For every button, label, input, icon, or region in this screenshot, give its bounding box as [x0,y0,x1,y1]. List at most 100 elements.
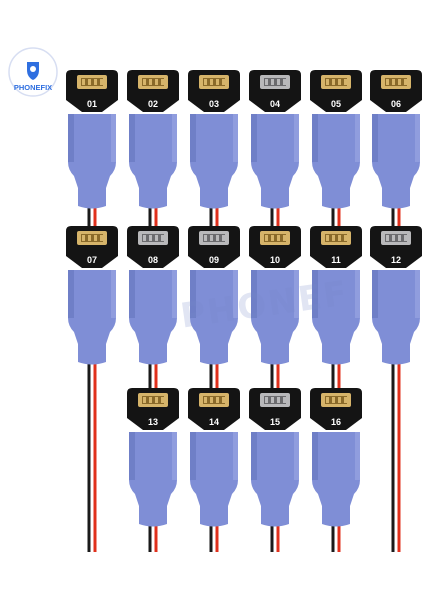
connector-slot [264,234,286,242]
connector-pin [344,235,347,241]
connector-pin [271,397,274,403]
connector-slot [203,234,225,242]
sleeve-highlight [233,270,238,318]
sleeve-shade [129,270,135,318]
connector-slot [325,78,347,86]
cable-08: 08 [127,226,179,365]
connector-pin [326,79,329,85]
connector-pin [149,235,152,241]
connector-pin [338,235,341,241]
brand-logo: PHONEFIX [8,47,58,97]
connector-pin [338,397,341,403]
connector-pin [386,235,389,241]
cable-label: 03 [209,99,219,109]
connector-pin [277,235,280,241]
cable-label: 13 [148,417,158,427]
cable-label: 10 [270,255,280,265]
cable-04: 04 [249,70,301,209]
sleeve-highlight [233,432,238,480]
connector-pin [161,79,164,85]
cable-03: 03 [188,70,240,209]
connector-slot [142,396,164,404]
cable-label: 16 [331,417,341,427]
sleeve [68,114,116,209]
sleeve [312,270,360,365]
sleeve-highlight [111,270,116,318]
cable-12: 12 [370,226,422,365]
sleeve-shade [372,114,378,162]
sleeve-highlight [355,432,360,480]
connector-pin [222,397,225,403]
sleeve [129,270,177,365]
sleeve-shade [372,270,378,318]
connector-pin [283,235,286,241]
connector-slot [264,396,286,404]
cable-label: 14 [209,417,219,427]
connector-pin [326,397,329,403]
cable-label: 01 [87,99,97,109]
sleeve-highlight [172,270,177,318]
sleeve-highlight [111,114,116,162]
connector-slot [81,234,103,242]
connector-pin [265,79,268,85]
connector-pin [265,235,268,241]
cable-10: 10 [249,226,301,365]
connector-pin [204,79,207,85]
sleeve [190,270,238,365]
connector-slot [81,78,103,86]
connector-pin [143,235,146,241]
connector-slot [203,396,225,404]
sleeve-highlight [355,114,360,162]
sleeve [129,432,177,527]
sleeve [312,114,360,209]
cable-13: 13 [127,388,179,527]
cable-14: 14 [188,388,240,527]
connector-pin [222,79,225,85]
connector-slot [385,78,407,86]
connector-pin [222,235,225,241]
sleeve [129,114,177,209]
connector-pin [82,235,85,241]
sleeve-shade [129,432,135,480]
connector-pin [271,235,274,241]
connector-pin [161,235,164,241]
sleeve-shade [190,114,196,162]
sleeve-shade [68,114,74,162]
sleeve [372,270,420,365]
cable-02: 02 [127,70,179,209]
connector-pin [392,235,395,241]
connector-pin [100,79,103,85]
connector-slot [325,396,347,404]
cable-06: 06 [370,70,422,209]
connector-pin [277,397,280,403]
connector-pin [161,397,164,403]
cable-05: 05 [310,70,362,209]
cable-15: 15 [249,388,301,527]
connector-pin [277,79,280,85]
connector-pin [149,397,152,403]
connector-pin [386,79,389,85]
cable-label: 11 [331,255,341,265]
connector-pin [332,79,335,85]
connector-pin [332,397,335,403]
cable-label: 07 [87,255,97,265]
sleeve-highlight [415,114,420,162]
cable-16: 16 [310,388,362,527]
connector-pin [204,235,207,241]
connector-pin [210,235,213,241]
connector-pin [332,235,335,241]
connector-pin [88,79,91,85]
connector-slot [142,78,164,86]
sleeve-shade [251,432,257,480]
connector-pin [344,79,347,85]
cable-label: 09 [209,255,219,265]
connector-pin [82,79,85,85]
sleeve-shade [312,432,318,480]
connector-pin [265,397,268,403]
connector-pin [216,397,219,403]
sleeve [190,114,238,209]
sleeve [251,114,299,209]
sleeve [251,432,299,527]
connector-pin [155,397,158,403]
